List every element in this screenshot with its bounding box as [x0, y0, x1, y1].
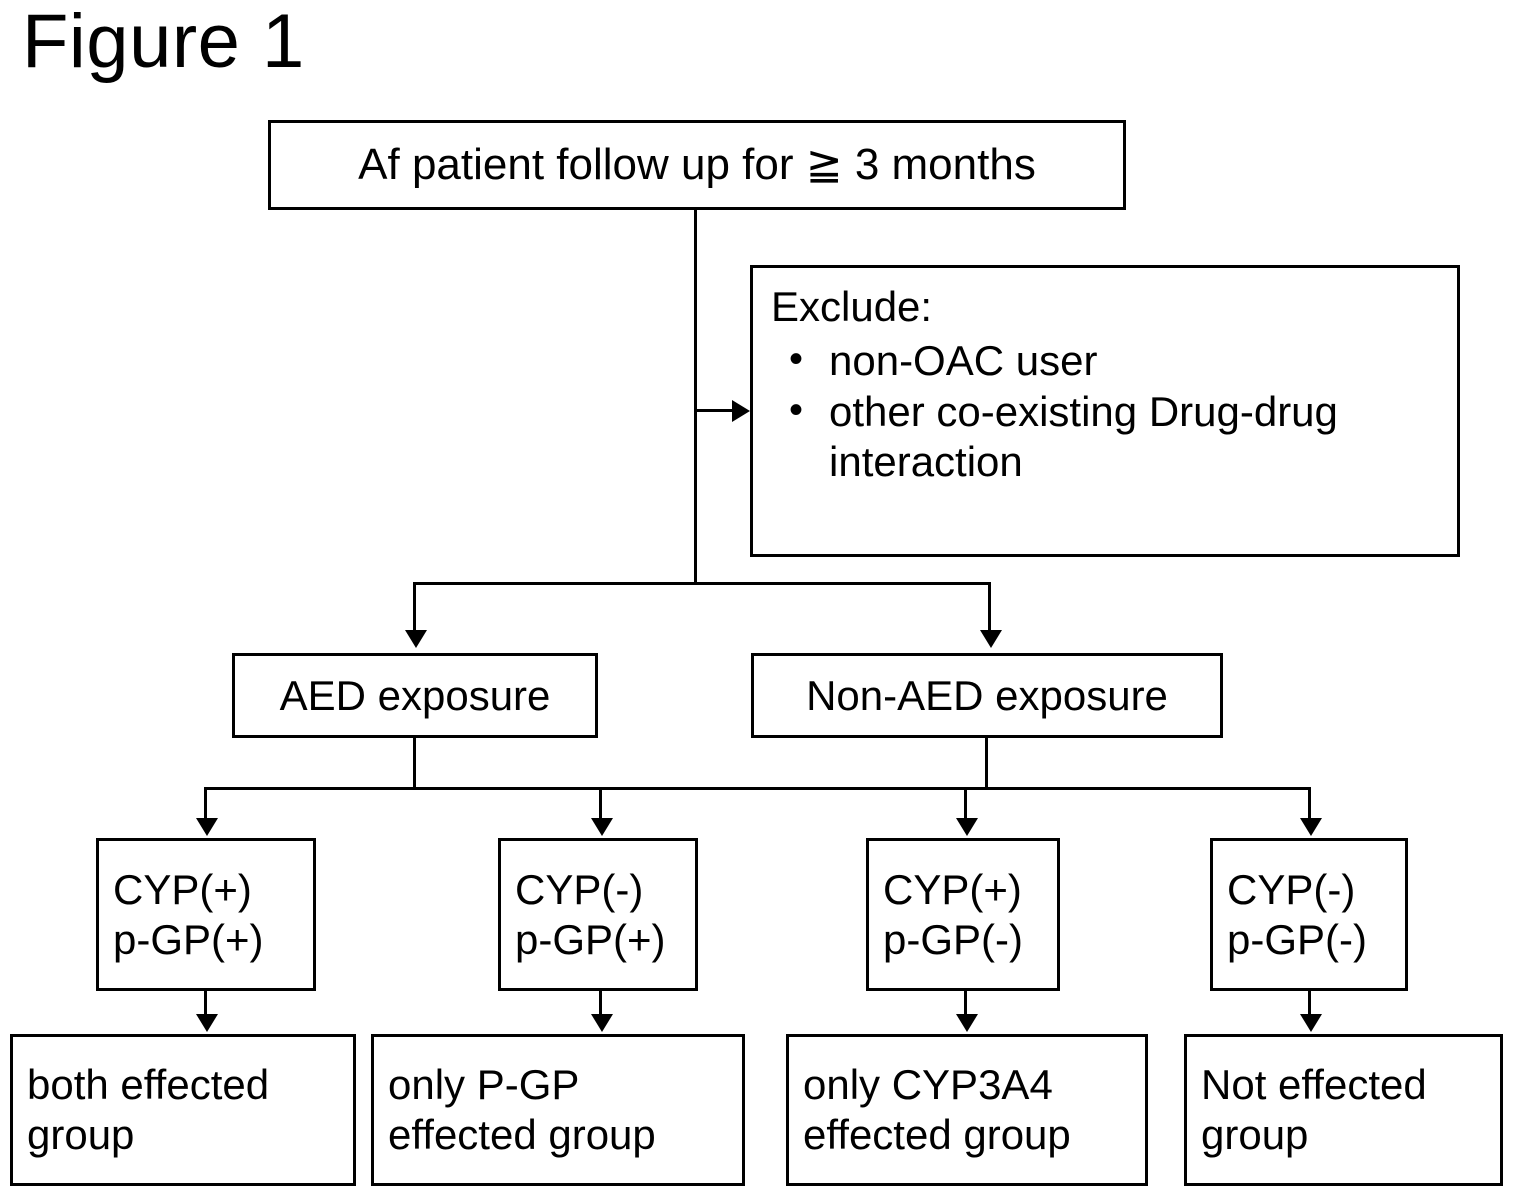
arrowhead-to-result-4-icon: [1300, 1014, 1322, 1032]
arrowhead-to-aed-icon: [405, 630, 427, 648]
bullet-dot-icon: •: [789, 388, 804, 433]
arrowhead-to-result-1-icon: [196, 1014, 218, 1032]
arrowhead-to-result-2-icon: [591, 1014, 613, 1032]
node-not-effected-group-line2: group: [1201, 1111, 1309, 1158]
arrowhead-to-nonaed-icon: [980, 630, 1002, 648]
node-only-pgp-effected-group-line1: only P-GP: [388, 1061, 580, 1109]
connector-split-cyp-1: [204, 787, 207, 820]
arrowhead-to-cyp-3-icon: [956, 818, 978, 836]
node-only-pgp-effected-group: only P-GP effected group: [371, 1034, 745, 1186]
node-aed-exposure: AED exposure: [232, 653, 598, 738]
node-non-aed-exposure: Non-AED exposure: [751, 653, 1223, 738]
node-cyp-pos-pgp-pos: CYP(+) p-GP(+): [96, 838, 316, 991]
connector-split-cyp-4: [1308, 787, 1311, 820]
node-cyp-neg-pgp-neg-line2: p-GP(-): [1227, 915, 1367, 963]
connector-cyp3-to-result3: [964, 991, 967, 1017]
connector-split-exposure: [413, 582, 991, 585]
arrowhead-to-exclude-icon: [732, 400, 750, 422]
node-cyp-pos-pgp-neg: CYP(+) p-GP(-): [866, 838, 1060, 991]
node-cyp-neg-pgp-neg-line1: CYP(-): [1227, 865, 1356, 913]
node-af-patient-followup: Af patient follow up for ≧ 3 months: [268, 120, 1126, 210]
node-cyp-pos-pgp-neg-line1: CYP(+): [883, 865, 1022, 913]
node-cyp-neg-pgp-pos-line1: CYP(-): [515, 865, 644, 913]
node-only-cyp3a4-effected-group: only CYP3A4 effected group: [786, 1034, 1148, 1186]
node-both-effected-group-line2: group: [27, 1111, 135, 1158]
node-cyp-neg-pgp-neg: CYP(-) p-GP(-): [1210, 838, 1408, 991]
connector-cyp2-to-result2: [599, 991, 602, 1017]
node-only-cyp3a4-effected-group-line2: effected group: [803, 1111, 1071, 1158]
node-af-patient-followup-label: Af patient follow up for ≧ 3 months: [358, 140, 1036, 190]
arrowhead-to-result-3-icon: [956, 1014, 978, 1032]
node-cyp-pos-pgp-pos-line1: CYP(+): [113, 865, 252, 913]
node-both-effected-group-line1: both effected: [27, 1061, 270, 1109]
connector-nonaed-trunk: [985, 738, 988, 788]
list-item: • other co-existing Drug-drug interactio…: [771, 387, 1441, 486]
list-item: • non-OAC user: [771, 336, 1441, 386]
arrowhead-to-cyp-4-icon: [1300, 818, 1322, 836]
arrowhead-to-cyp-1-icon: [196, 818, 218, 836]
exclude-bullet-list: • non-OAC user • other co-existing Drug-…: [771, 336, 1441, 489]
connector-split-exposure-left: [413, 582, 416, 632]
node-only-pgp-effected-group-line2: effected group: [388, 1111, 656, 1158]
connector-cyp1-to-result1: [204, 991, 207, 1017]
node-cyp-pos-pgp-pos-line2: p-GP(+): [113, 915, 264, 963]
connector-split-cyp-3: [964, 787, 967, 820]
node-cyp-neg-pgp-pos: CYP(-) p-GP(+): [498, 838, 698, 991]
exclude-heading: Exclude:: [771, 283, 933, 330]
connector-split-cyp-2: [599, 787, 602, 820]
bullet-dot-icon: •: [789, 336, 804, 381]
node-cyp-pos-pgp-neg-line2: p-GP(-): [883, 915, 1023, 963]
connector-aed-trunk: [413, 738, 416, 788]
node-not-effected-group: Not effected group: [1184, 1034, 1503, 1186]
connector-cyp4-to-result4: [1308, 991, 1311, 1017]
connector-root-to-exclude: [694, 409, 732, 412]
connector-split-cyp: [204, 787, 1310, 790]
exclude-item-label: non-OAC user: [829, 336, 1098, 384]
connector-split-exposure-right: [988, 582, 991, 632]
node-non-aed-exposure-label: Non-AED exposure: [806, 671, 1168, 719]
node-only-cyp3a4-effected-group-line1: only CYP3A4: [803, 1061, 1053, 1109]
figure-title: Figure 1: [22, 0, 305, 84]
arrowhead-to-cyp-2-icon: [591, 818, 613, 836]
node-exclude-criteria: Exclude: • non-OAC user • other co-exist…: [750, 265, 1460, 557]
node-cyp-neg-pgp-pos-line2: p-GP(+): [515, 915, 666, 963]
node-aed-exposure-label: AED exposure: [279, 671, 551, 719]
node-not-effected-group-line1: Not effected: [1201, 1061, 1427, 1109]
exclude-item-label: other co-existing Drug-drug interaction: [829, 388, 1338, 485]
node-both-effected-group: both effected group: [10, 1034, 356, 1186]
connector-root-trunk: [694, 210, 697, 585]
